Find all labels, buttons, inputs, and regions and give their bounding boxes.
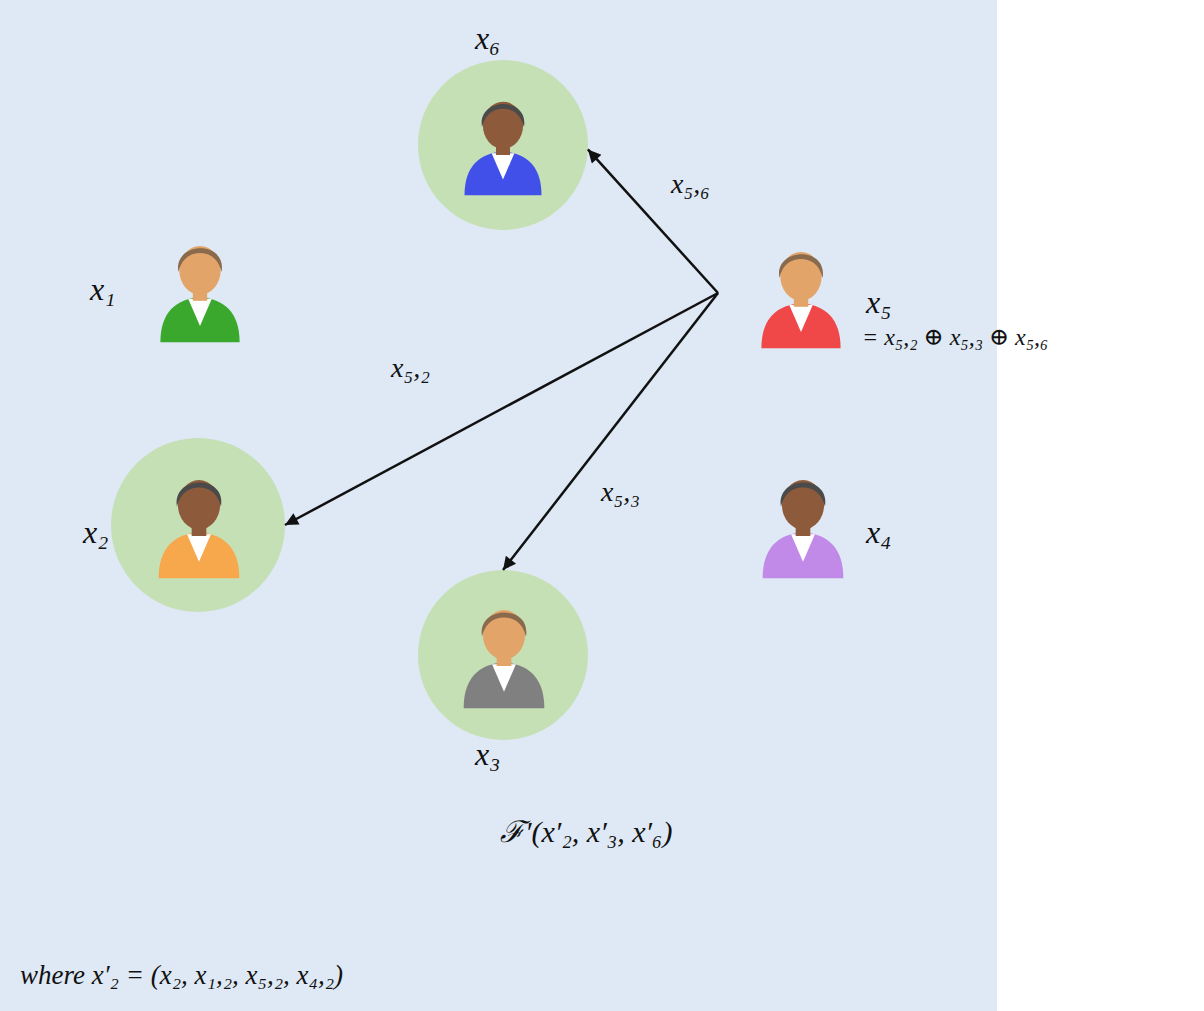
background-panel: ℱ′(x′₂, x′₃, x′₆)where x′₂ = (x₂, x₁,₂, … bbox=[0, 0, 997, 1011]
party-circle: x₃ bbox=[418, 570, 588, 740]
party-node: x₁ bbox=[155, 235, 245, 345]
share-arrow bbox=[588, 149, 718, 293]
circle-outline bbox=[111, 438, 285, 612]
party-circle: x₆ bbox=[418, 60, 588, 230]
party-node: x₅= x₅,₂ ⊕ x₅,₃ ⊕ x₅,₆ bbox=[718, 240, 853, 350]
circle-outline bbox=[418, 570, 588, 740]
circle-outline bbox=[418, 60, 588, 230]
share-label: x₅,₃ bbox=[598, 476, 643, 508]
circle-shape bbox=[418, 570, 588, 740]
share-arrow bbox=[285, 293, 718, 525]
share-label: x₅,₂ bbox=[388, 352, 433, 384]
party-circle: x₂ bbox=[111, 438, 285, 612]
person-icon bbox=[159, 480, 240, 578]
person-icon bbox=[761, 252, 840, 348]
circle-shape bbox=[418, 60, 588, 230]
share-label: x₅,₆ bbox=[668, 168, 713, 200]
party-node: x₄ bbox=[757, 470, 852, 580]
person-icon bbox=[160, 246, 239, 342]
share-arrow bbox=[503, 293, 718, 570]
circle-shape bbox=[111, 438, 285, 612]
person-icon bbox=[763, 480, 844, 578]
person-icon bbox=[464, 610, 545, 708]
person-icon bbox=[465, 102, 542, 196]
